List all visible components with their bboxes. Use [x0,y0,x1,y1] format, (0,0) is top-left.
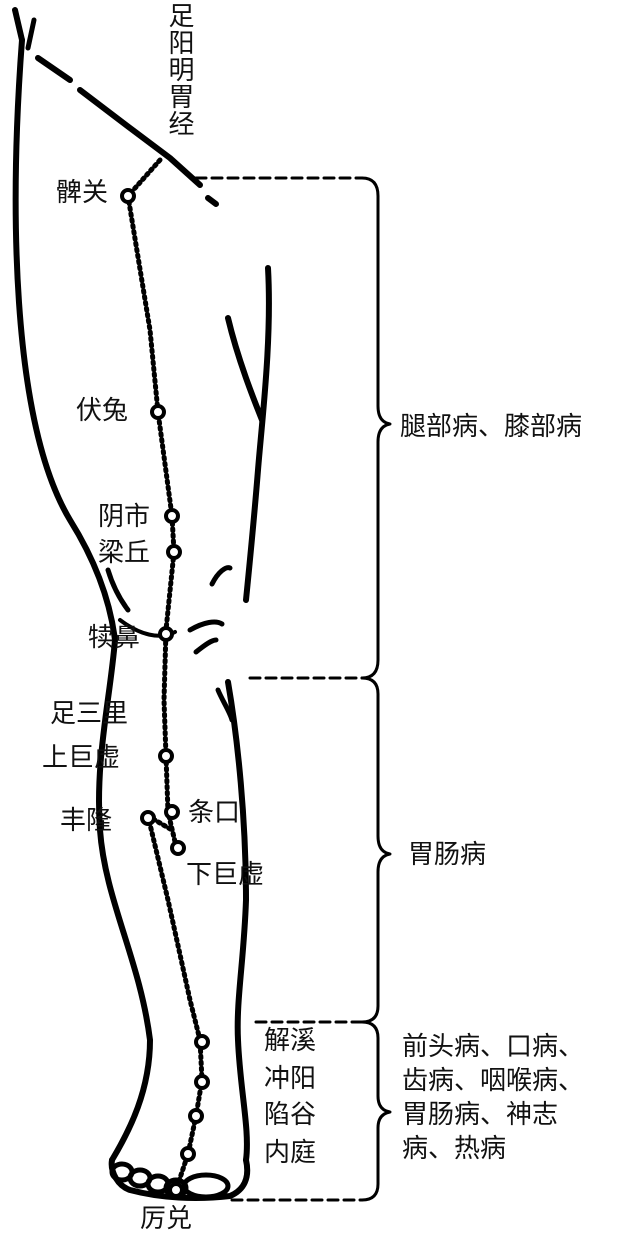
point-futu [150,404,166,420]
knee-detail-3 [187,619,225,633]
point-xiangu [188,1108,204,1124]
label-zusanli: 足三里 [50,699,129,729]
point-xiajuxu [170,840,186,856]
label-chongyang: 冲阳 [264,1064,317,1094]
indication-lower-line: 齿病、咽喉病、 [402,1066,585,1096]
label-fenglong: 丰隆 [60,806,113,836]
label-tiaokou: 条口 [188,798,241,828]
label-xiajuxu: 下巨虚 [186,860,265,890]
label-neiting: 内庭 [264,1138,317,1168]
label-lidui: 厉兑 [140,1204,193,1234]
hip-tick [205,195,219,207]
indication-middle: 胃肠病 [408,840,487,870]
meridian-line [125,157,205,1193]
hip-contour [12,7,203,188]
indication-lower-line: 病、热病 [402,1134,507,1164]
point-biguan [120,188,136,204]
point-tiaokou [164,804,180,820]
toe-5 [181,1172,231,1200]
thigh-inner-contour [225,315,265,423]
point-chongyang [194,1074,210,1090]
label-liangqiu: 梁丘 [98,538,151,568]
point-shangjuxu [158,748,174,764]
thigh-front-contour [243,265,272,603]
brace-middle [360,676,392,1024]
point-neiting [180,1146,196,1162]
knee-detail-2 [209,565,233,587]
label-jiexi: 解溪 [264,1026,317,1056]
indication-lower-line: 前头病、口病、 [402,1032,585,1062]
indication-upper: 腿部病、膝部病 [400,412,583,442]
brace-upper [360,176,392,680]
hip-upper-mark [25,17,37,51]
shin-front-contour [225,679,250,1163]
label-xiangu: 陷谷 [264,1100,317,1130]
shin-inner-line [215,687,235,723]
point-dubi [158,626,174,642]
brace-lower [360,1020,392,1202]
knee-detail-4 [193,637,219,655]
indication-lower: 前头病、口病、 齿病、咽喉病、 胃肠病、神志 病、热病 [402,1030,584,1166]
label-futu: 伏兔 [76,396,129,426]
label-dubi: 犊鼻 [88,623,141,653]
point-liangqiu [166,544,182,560]
point-fenglong [140,810,156,826]
meridian-title: 足阳明胃经 [164,2,194,137]
indication-lower-line: 胃肠病、神志 [402,1100,559,1130]
point-yinshi [164,508,180,524]
leg-outer-contour [12,37,153,1163]
point-lidui [168,1182,184,1198]
label-shangjuxu: 上巨虚 [42,743,121,773]
point-jiexi [194,1034,210,1050]
label-biguan: 髀关 [56,178,109,208]
label-yinshi: 阴市 [98,502,151,532]
knee-detail-1 [105,567,131,613]
